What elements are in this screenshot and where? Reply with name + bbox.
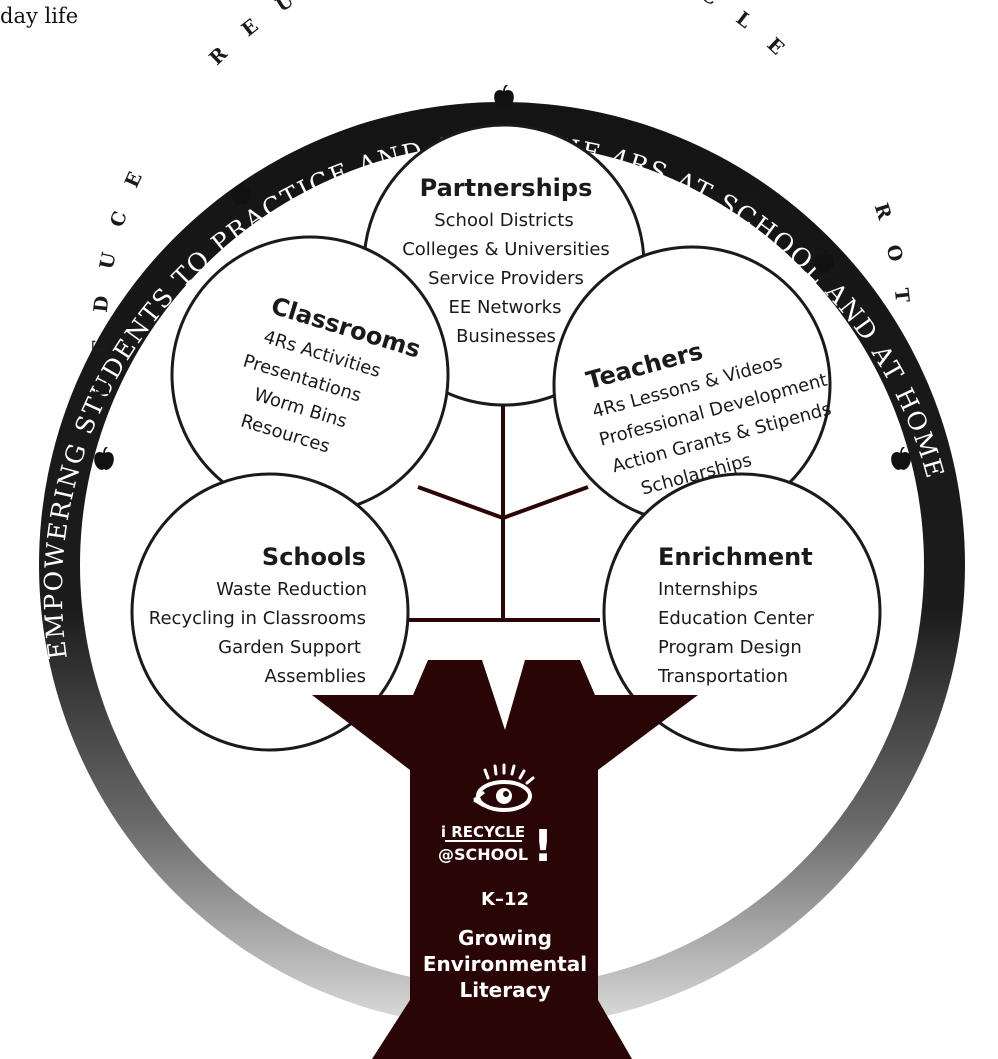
enrichment-title: Enrichment xyxy=(658,543,813,571)
apple-icon xyxy=(493,85,515,109)
schools-item: Waste Reduction xyxy=(216,579,367,600)
enrichment-item: Transportation xyxy=(657,666,788,687)
enrichment-item: Program Design xyxy=(658,637,802,658)
logo-exclamation: ! xyxy=(533,821,553,872)
partnerships-item: Colleges & Universities xyxy=(402,239,610,260)
tagline-line: Environmental xyxy=(423,952,587,976)
logo-line2: @SCHOOL xyxy=(438,845,528,864)
partnerships-item: EE Networks xyxy=(448,297,561,318)
schools-item: Assemblies xyxy=(264,666,366,687)
tagline-line: Literacy xyxy=(460,978,551,1002)
enrichment-item: Education Center xyxy=(658,608,815,629)
schools-item: Recycling in Classrooms xyxy=(149,608,366,629)
tree-trunk: i RECYCLE @SCHOOL ! K–12 Growing Environ… xyxy=(312,660,698,1059)
circle-classrooms: Classrooms 4Rs Activities Presentations … xyxy=(170,235,450,515)
tagline-line: Growing xyxy=(458,926,552,950)
partnerships-title: Partnerships xyxy=(420,174,593,202)
partnerships-item: Service Providers xyxy=(428,268,584,289)
branches xyxy=(405,402,600,622)
enrichment-item: Internships xyxy=(658,579,758,600)
circle-schools: Schools Waste Reduction Recycling in Cla… xyxy=(130,472,410,752)
ring-inner-word: R E U S E xyxy=(205,0,379,70)
partnerships-item: Businesses xyxy=(456,326,556,347)
corner-text: day life xyxy=(0,4,79,28)
logo-line1: i RECYCLE xyxy=(441,823,525,841)
grade-label: K–12 xyxy=(481,889,529,910)
schools-item: Garden Support xyxy=(218,637,361,658)
partnerships-item: School Districts xyxy=(434,210,574,231)
eye-logo-icon xyxy=(473,763,535,812)
schools-title: Schools xyxy=(262,543,366,571)
circle-enrichment: Enrichment Internships Education Center … xyxy=(602,472,882,752)
ring-inner-word: R E C Y C L E xyxy=(543,0,796,66)
